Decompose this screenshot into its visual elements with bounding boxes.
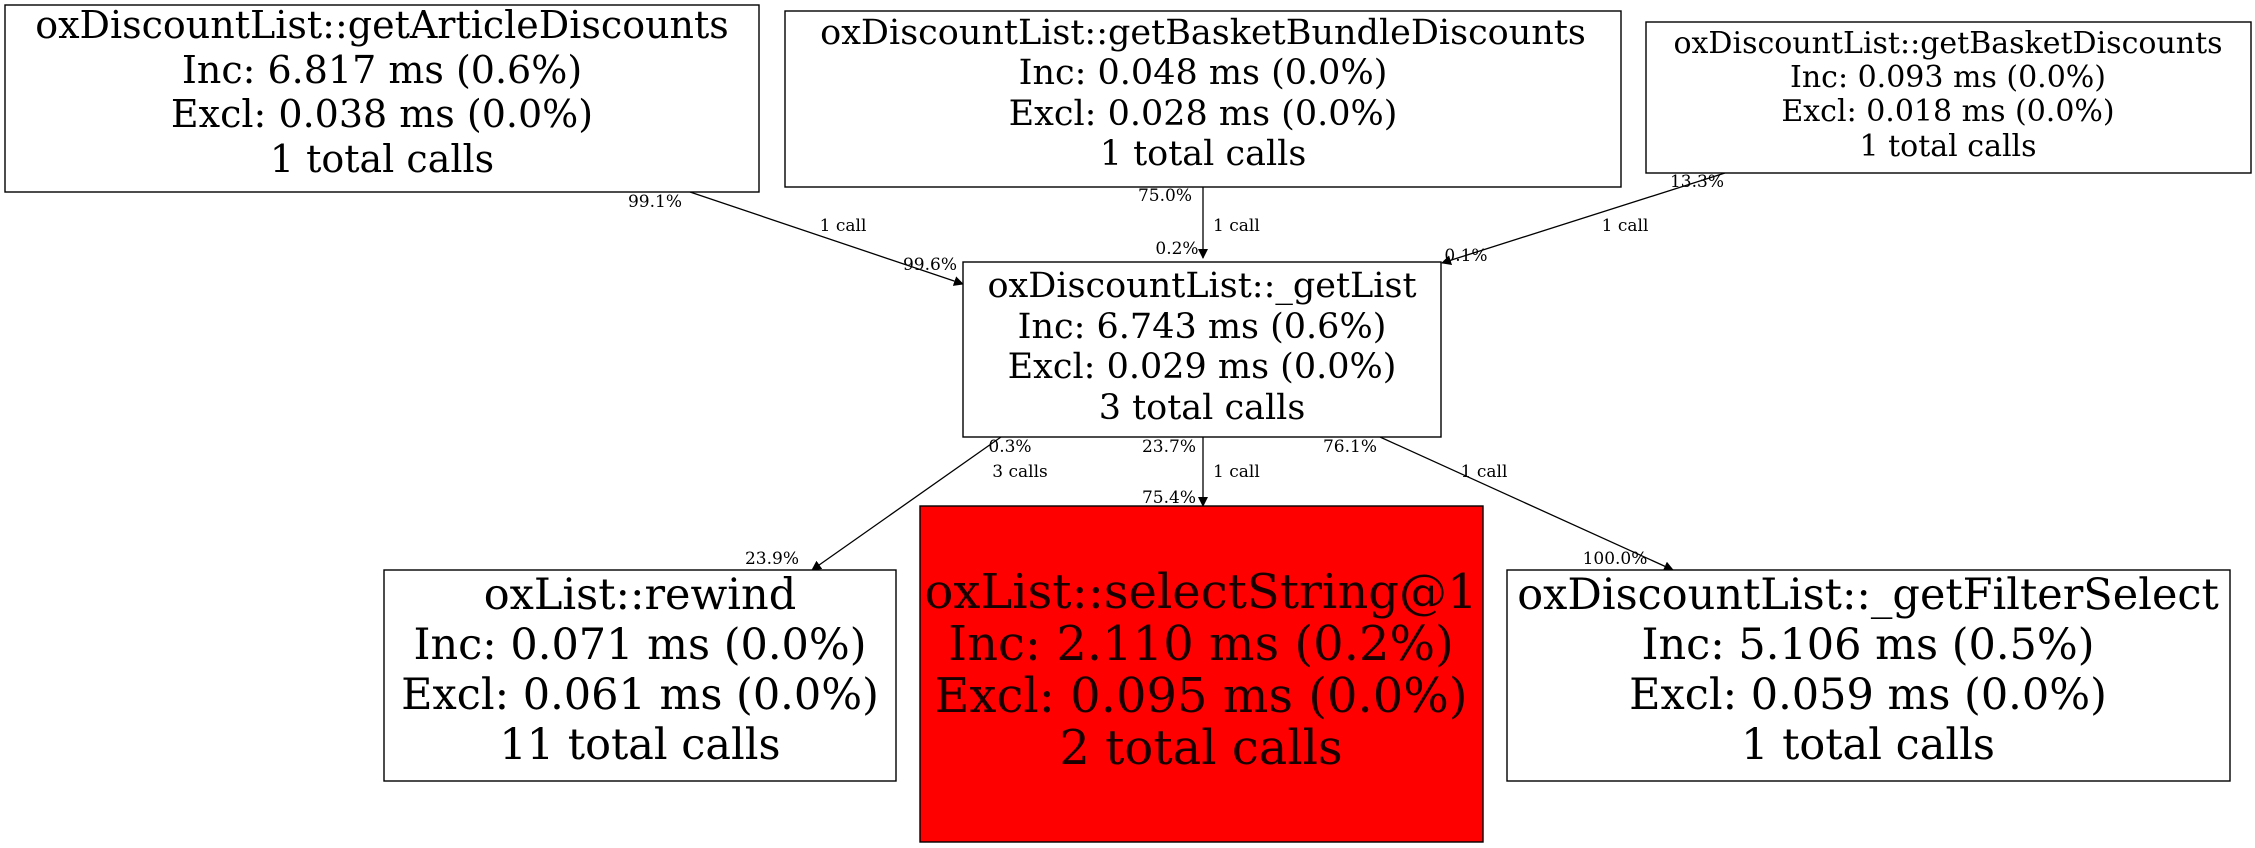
node-total-calls: 1 total calls (1859, 129, 2036, 164)
node-getlist: oxDiscountList::_getList Inc: 6.743 ms (… (962, 261, 1442, 438)
node-exclusive-time: Excl: 0.095 ms (0.0%) (934, 668, 1467, 724)
node-exclusive-time: Excl: 0.028 ms (0.0%) (1009, 94, 1398, 134)
edge-tail-percent: 13.3% (1670, 172, 1724, 192)
node-function-name: oxList::selectString@1 (924, 564, 1477, 620)
node-total-calls: 2 total calls (1059, 720, 1342, 776)
edge-getlist-to-selectstring: 23.7% 1 call 75.4% (1142, 437, 1260, 508)
edge-basketbundle-to-getlist: 75.0% 1 call 0.2% (1138, 186, 1260, 259)
edge-call-count: 1 call (1602, 216, 1649, 236)
node-function-name: oxDiscountList::getBasketBundleDiscounts (820, 13, 1586, 53)
edge-tail-percent: 76.1% (1323, 437, 1377, 457)
node-exclusive-time: Excl: 0.038 ms (0.0%) (171, 92, 593, 136)
node-total-calls: 11 total calls (499, 720, 780, 770)
edge-tail-percent: 0.3% (988, 437, 1031, 457)
node-function-name: oxDiscountList::_getFilterSelect (1517, 570, 2219, 620)
node-getbasketdiscounts: oxDiscountList::getBasketDiscounts Inc: … (1645, 21, 2252, 174)
edge-call-count: 1 call (1461, 462, 1508, 482)
node-box (919, 505, 1484, 843)
node-exclusive-time: Excl: 0.018 ms (0.0%) (1781, 94, 2114, 129)
edge-head-percent: 75.4% (1142, 488, 1196, 508)
node-inclusive-time: Inc: 0.071 ms (0.0%) (414, 620, 867, 670)
node-function-name: oxList::rewind (484, 570, 797, 620)
edge-getlist-to-rewind: 0.3% 3 calls 23.9% (745, 436, 1048, 571)
edge-call-count: 3 calls (992, 462, 1047, 482)
node-function-name: oxDiscountList::getBasketDiscounts (1673, 26, 2222, 61)
edge-getlist-to-filterselect: 76.1% 1 call 100.0% (1323, 436, 1674, 571)
edge-articlediscounts-to-getlist: 99.1% 1 call 99.6% (628, 191, 964, 286)
edge-call-count: 1 call (820, 216, 867, 236)
edge-call-count: 1 call (1213, 462, 1260, 482)
edge-head-percent: 0.2% (1155, 239, 1198, 259)
node-exclusive-time: Excl: 0.059 ms (0.0%) (1629, 670, 2107, 720)
edge-tail-percent: 23.7% (1142, 437, 1196, 457)
node-box (1506, 569, 2231, 782)
node-exclusive-time: Excl: 0.029 ms (0.0%) (1008, 347, 1397, 387)
node-inclusive-time: Inc: 6.743 ms (0.6%) (1018, 307, 1387, 347)
node-box (962, 261, 1442, 438)
edge-tail-percent: 99.1% (628, 192, 682, 212)
node-exclusive-time: Excl: 0.061 ms (0.0%) (401, 670, 879, 720)
edge-tail-percent: 75.0% (1138, 186, 1192, 206)
node-getfilterselect: oxDiscountList::_getFilterSelect Inc: 5.… (1506, 569, 2231, 782)
node-function-name: oxDiscountList::_getList (987, 266, 1416, 306)
edge-head-percent: 99.6% (903, 255, 957, 275)
node-function-name: oxDiscountList::getArticleDiscounts (35, 3, 729, 47)
node-box (383, 569, 897, 782)
node-box (4, 4, 760, 193)
node-total-calls: 1 total calls (1741, 720, 1995, 770)
node-getbasketbundlediscounts: oxDiscountList::getBasketBundleDiscounts… (784, 10, 1622, 188)
node-getarticlediscounts: oxDiscountList::getArticleDiscounts Inc:… (4, 3, 760, 193)
node-rewind: oxList::rewind Inc: 0.071 ms (0.0%) Excl… (383, 569, 897, 782)
node-box (1645, 21, 2252, 174)
node-inclusive-time: Inc: 2.110 ms (0.2%) (948, 616, 1454, 672)
edge-basketdiscounts-to-getlist: 13.3% 1 call 0.1% (1441, 172, 1726, 266)
node-inclusive-time: Inc: 0.093 ms (0.0%) (1790, 60, 2106, 95)
node-total-calls: 3 total calls (1099, 388, 1306, 428)
edge-head-percent: 100.0% (1583, 549, 1648, 569)
node-inclusive-time: Inc: 6.817 ms (0.6%) (182, 48, 582, 92)
edge-head-percent: 0.1% (1444, 246, 1487, 266)
node-total-calls: 1 total calls (270, 137, 494, 181)
edge-head-percent: 23.9% (745, 549, 799, 569)
edge-call-count: 1 call (1213, 216, 1260, 236)
node-inclusive-time: Inc: 0.048 ms (0.0%) (1019, 53, 1388, 93)
node-inclusive-time: Inc: 5.106 ms (0.5%) (1642, 620, 2095, 670)
node-selectstring: oxList::selectString@1 Inc: 2.110 ms (0.… (919, 505, 1484, 843)
node-total-calls: 1 total calls (1100, 134, 1307, 174)
node-box (784, 10, 1622, 188)
